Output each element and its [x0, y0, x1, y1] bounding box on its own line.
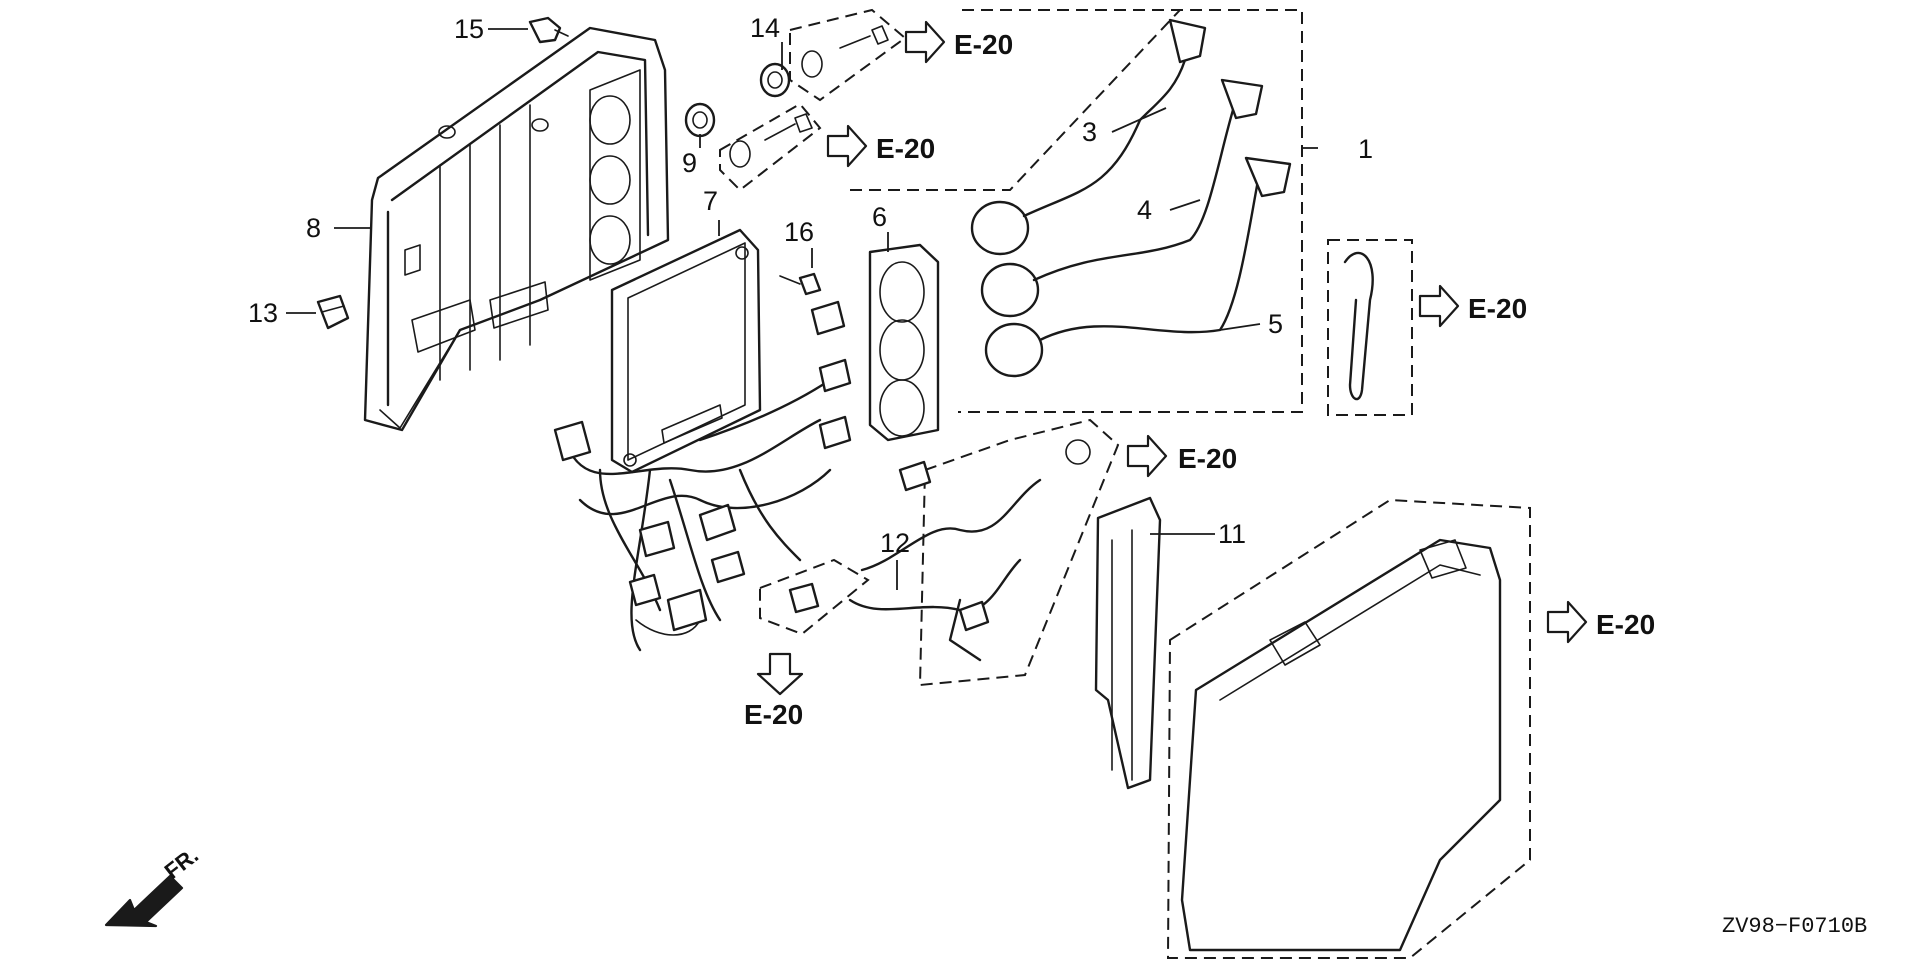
e20-reference-4: E-20: [1126, 434, 1237, 478]
callout-7: 7: [703, 186, 718, 216]
control-cover: [1166, 498, 1531, 959]
ref-arrow-icon: [1126, 434, 1168, 478]
ignition-coils: [850, 9, 1303, 413]
ref-arrow-icon: [904, 20, 946, 64]
bolt-16: [779, 272, 822, 296]
e20-reference-5: E-20: [1546, 600, 1655, 644]
svg-text:E-20: E-20: [744, 699, 803, 730]
callout-8: 8: [306, 213, 321, 243]
callout-4: 4: [1137, 195, 1152, 225]
e20-reference-1: E-20: [904, 20, 1013, 64]
svg-text:E-20: E-20: [1596, 609, 1655, 640]
control-module: [610, 228, 762, 474]
leader-lines: [286, 28, 1318, 590]
grommet-14: [759, 62, 791, 98]
washer-bolt-group-lower: [719, 102, 822, 192]
sub-harness-12: [848, 418, 1120, 687]
svg-text:E-20: E-20: [876, 133, 935, 164]
callout-1: 1: [1358, 134, 1373, 164]
callout-6: 6: [872, 202, 887, 232]
coil-holder-6: [868, 243, 940, 442]
ref-arrow-down-icon: [756, 652, 804, 696]
washer-bolt-group-upper: [789, 8, 907, 102]
ground-bolt: [759, 558, 870, 636]
clip-13: [316, 294, 350, 330]
callout-13: 13: [248, 298, 278, 328]
cable-clip: [1327, 239, 1413, 416]
callout-15: 15: [454, 14, 484, 44]
callout-12: 12: [880, 528, 910, 558]
wire-harness-main: [553, 300, 852, 652]
front-direction-indicator: FR.: [104, 842, 203, 928]
svg-text:E-20: E-20: [1468, 293, 1527, 324]
ref-arrow-icon: [1546, 600, 1588, 644]
callout-numbers: 1 3 4 5 6 7 8 9 11 12 13 14 15 16: [248, 13, 1373, 558]
ref-arrow-icon: [826, 124, 868, 168]
callout-9: 9: [682, 148, 697, 178]
e20-reference-2: E-20: [826, 124, 935, 168]
callout-14: 14: [750, 13, 780, 43]
front-label: FR.: [160, 842, 203, 884]
rubber-strip-11: [1094, 496, 1162, 790]
svg-text:E-20: E-20: [954, 29, 1013, 60]
screw-15: [528, 16, 569, 44]
front-arrow-icon: [104, 874, 184, 928]
ref-arrow-icon: [1418, 284, 1460, 328]
e20-reference-6: E-20: [744, 652, 804, 730]
callout-3: 3: [1082, 117, 1097, 147]
callout-16: 16: [784, 217, 814, 247]
e20-reference-3: E-20: [1418, 284, 1527, 328]
figure-code: ZV98−F0710B: [1722, 914, 1867, 939]
grommet-9: [684, 102, 716, 138]
callout-5: 5: [1268, 309, 1283, 339]
callout-11: 11: [1218, 519, 1246, 549]
svg-text:E-20: E-20: [1178, 443, 1237, 474]
bracket-panel: [363, 26, 670, 432]
